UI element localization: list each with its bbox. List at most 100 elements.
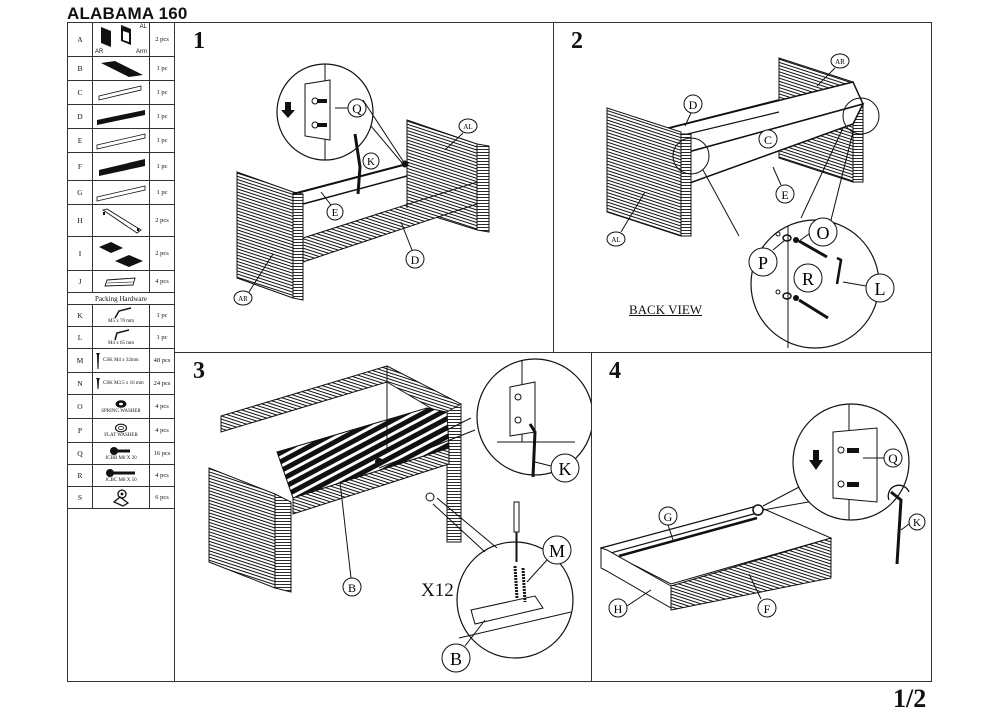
rail-g-icon: [96, 184, 146, 202]
part-qty: 2 pcs: [149, 236, 175, 271]
hardware-desc: FLAT WASHER: [104, 432, 138, 438]
rotate-arrow-icon: [887, 484, 910, 501]
svg-text:L: L: [875, 279, 886, 299]
hardware-qty: 16 pcs: [149, 442, 175, 465]
svg-text:H: H: [614, 602, 623, 616]
callout-l: L: [865, 273, 895, 303]
hardware-desc: JCBB M8 X 20: [105, 455, 137, 461]
callout-e: E: [775, 184, 795, 204]
allen-key-icon: [835, 256, 843, 285]
part-qty: 2 pcs: [149, 22, 175, 57]
drawer-frame: [599, 505, 833, 611]
part-id: G: [67, 180, 93, 205]
svg-text:AL: AL: [463, 123, 472, 131]
hardware-desc: SPRING WASHER: [101, 408, 141, 414]
svg-text:E: E: [332, 207, 339, 219]
callout-c: C: [758, 129, 778, 149]
callout-al: AL: [606, 231, 626, 247]
allen-key-l-icon: [114, 328, 130, 340]
hardware-id: P: [67, 418, 93, 443]
step-3-illustration: K B M B: [208, 358, 591, 673]
slat-base-icon: [101, 60, 143, 77]
screw-n-icon: [96, 378, 100, 389]
part-row-f: F 1 pc: [67, 152, 175, 181]
callout-p: P: [748, 247, 778, 277]
screwdriver-icon: [513, 501, 520, 533]
spring-washer-icon: [115, 399, 127, 408]
svg-text:AR: AR: [238, 295, 248, 303]
step-1-panel: 1: [175, 22, 553, 352]
svg-text:D: D: [689, 98, 698, 112]
part-row-e: E 1 pc: [67, 128, 175, 153]
document-title: ALABAMA 160: [67, 4, 188, 23]
hardware-desc: M4 x 65 mm: [108, 340, 134, 346]
hardware-qty: 48 pcs: [149, 348, 175, 373]
svg-text:K: K: [559, 459, 572, 479]
front-panel-f-icon: [99, 158, 145, 176]
bracket-s-icon: [112, 488, 130, 507]
rail-d-icon: [97, 109, 145, 125]
armrest-panels-icon: [101, 25, 131, 47]
hardware-row-q: Q JCBB M8 X 20 16 pcs: [67, 442, 175, 465]
detail-circle-1: [276, 63, 406, 195]
detail-circle-3b: [456, 501, 574, 659]
svg-text:C: C: [764, 133, 772, 147]
hardware-qty: 24 pcs: [149, 372, 175, 395]
back-view-note: BACK VIEW: [629, 302, 703, 317]
step-2-panel: 2 D: [553, 22, 932, 352]
part-id: A: [67, 22, 93, 57]
callout-o: O: [808, 217, 838, 247]
svg-text:K: K: [367, 156, 375, 168]
rail-c-icon: [98, 84, 142, 101]
hardware-row-s: S 6 pcs: [67, 486, 175, 509]
svg-text:M: M: [549, 541, 565, 561]
hardware-qty: 6 pcs: [149, 486, 175, 509]
hardware-id: K: [67, 304, 93, 327]
svg-text:E: E: [781, 188, 788, 202]
callout-ar: AR: [233, 290, 253, 306]
svg-text:B: B: [348, 581, 356, 595]
callout-al: AL: [458, 118, 478, 134]
hardware-desc: CSK M3.5 x 16 mm: [103, 381, 144, 386]
hardware-id: Q: [67, 442, 93, 465]
front-rail: [292, 447, 450, 515]
svg-text:AR: AR: [835, 58, 845, 66]
hardware-heading-row: Packing Hardware: [67, 292, 175, 305]
hardware-qty: 1 pc: [149, 304, 175, 327]
callout-r: R: [793, 263, 823, 293]
hardware-heading: Packing Hardware: [67, 292, 175, 305]
callout-b-small: B: [342, 577, 362, 597]
divider-horizontal: [175, 352, 932, 354]
callout-d: D: [683, 94, 703, 114]
part-id: D: [67, 104, 93, 129]
down-arrow-icon: [281, 102, 295, 118]
part-qty: 1 pc: [149, 104, 175, 129]
block-j-icon: [104, 277, 136, 286]
allen-key-icon: [890, 490, 903, 565]
part-id: J: [67, 270, 93, 293]
hardware-id: R: [67, 464, 93, 487]
part-qty: 1 pc: [149, 152, 175, 181]
callout-h: H: [608, 598, 628, 618]
hardware-qty: 4 pcs: [149, 394, 175, 419]
svg-text:G: G: [664, 510, 673, 524]
hardware-desc: CSK M4 x 32mm: [103, 358, 139, 363]
part-qty: 2 pcs: [149, 204, 175, 237]
step-number: 2: [571, 28, 583, 54]
bolt-q-icon: [110, 446, 130, 455]
callout-d: D: [405, 249, 425, 269]
parts-list: A AR AL Arm 2 pcs B 1 pc C 1 pc: [67, 22, 175, 682]
hardware-row-l: L M4 x 65 mm 1 pc: [67, 326, 175, 349]
part-row-g: G 1 pc: [67, 180, 175, 205]
sofa-frame: [208, 365, 462, 593]
step-4-panel: 4 Q K G H F: [591, 352, 932, 682]
armrest-left: [208, 467, 276, 589]
label-al: AL: [139, 24, 147, 30]
svg-text:AL: AL: [611, 236, 620, 244]
quantity-multiplier: X12: [419, 580, 456, 602]
detail-circle-3a: [476, 358, 591, 478]
svg-text:K: K: [913, 517, 921, 529]
parts-table: A AR AL Arm 2 pcs B 1 pc C 1 pc: [67, 22, 175, 509]
down-arrow-icon: [809, 450, 823, 470]
part-qty: 1 pc: [149, 128, 175, 153]
